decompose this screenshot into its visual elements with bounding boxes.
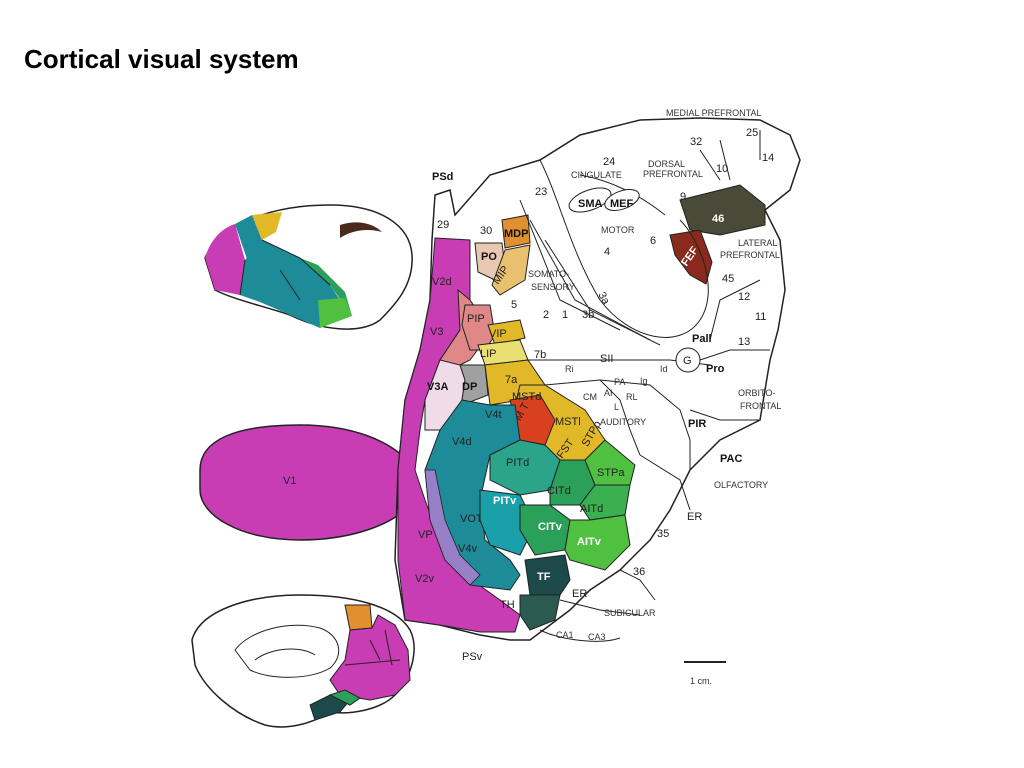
label-prefrontal: PREFRONTAL xyxy=(643,169,703,179)
label-v4t: V4t xyxy=(485,409,502,421)
label-orbito: ORBITO- xyxy=(738,388,775,398)
label-13: 13 xyxy=(738,336,750,348)
label-3b: 3b xyxy=(582,309,594,321)
label-ig: Ig xyxy=(640,376,648,386)
label-prefrontal2: PREFRONTAL xyxy=(720,250,780,260)
label-v3: V3 xyxy=(430,326,443,338)
label-th: TH xyxy=(500,599,515,611)
label-pall: Pall xyxy=(692,333,712,345)
label-vot: VOT xyxy=(460,513,483,525)
label-psd: PSd xyxy=(432,171,453,183)
label-2: 2 xyxy=(543,309,549,321)
label-5: 5 xyxy=(511,299,517,311)
label-pip: PIP xyxy=(467,313,485,325)
label-7b: 7b xyxy=(534,349,546,361)
label-30: 30 xyxy=(480,225,492,237)
label-medial-prefrontal: MEDIAL PREFRONTAL xyxy=(666,108,762,118)
label-citv: CITv xyxy=(538,521,563,533)
label-er: ER xyxy=(687,511,702,523)
label-po: PO xyxy=(481,251,497,263)
label-lip: LIP xyxy=(480,348,497,360)
label-mdp: MDP xyxy=(504,228,528,240)
label-35: 35 xyxy=(657,528,669,540)
label-sma: SMA xyxy=(578,198,603,210)
label-cm: CM xyxy=(583,392,597,402)
label-lateral: LATERAL xyxy=(738,238,777,248)
label-v2v: V2v xyxy=(415,573,434,585)
scale-label: 1 cm. xyxy=(690,676,712,686)
label-7a: 7a xyxy=(505,374,518,386)
label-msti: MSTl xyxy=(555,416,581,428)
label-ca1: CA1 xyxy=(556,630,574,640)
label-l: L xyxy=(614,402,619,412)
label-aitd: AITd xyxy=(580,503,603,515)
label-ca3: CA3 xyxy=(588,632,606,642)
label-v2d: V2d xyxy=(432,276,452,288)
label-somato: SOMATO- xyxy=(528,269,569,279)
label-v4d: V4d xyxy=(452,436,472,448)
label-ri: Ri xyxy=(565,364,574,374)
label-1: 1 xyxy=(562,309,568,321)
label-6: 6 xyxy=(650,235,656,247)
label-subicular: SUBICULAR xyxy=(604,608,656,618)
label-29: 29 xyxy=(437,219,449,231)
label-ai: AI xyxy=(604,388,613,398)
label-sii: SII xyxy=(600,353,613,365)
label-g: G xyxy=(683,355,692,367)
label-25: 25 xyxy=(746,127,758,139)
v1-region: V1 xyxy=(199,424,420,541)
label-olfactory: OLFACTORY xyxy=(714,480,768,490)
label-32: 32 xyxy=(690,136,702,148)
label-v3a: V3A xyxy=(427,381,448,393)
label-motor: MOTOR xyxy=(601,225,635,235)
label-stpa: STPa xyxy=(597,467,625,479)
label-pitd: PITd xyxy=(506,457,529,469)
label-er2: ER xyxy=(572,588,587,600)
label-aitv: AITv xyxy=(577,536,602,548)
label-id: Id xyxy=(660,364,668,374)
label-pro: Pro xyxy=(706,363,725,375)
label-tf: TF xyxy=(537,571,551,583)
lateral-brain-inset xyxy=(204,204,413,330)
label-vp: VP xyxy=(418,529,433,541)
label-frontal: FRONTAL xyxy=(740,401,781,411)
label-v4v: V4v xyxy=(458,543,477,555)
label-14: 14 xyxy=(762,152,774,164)
label-mef: MEF xyxy=(610,198,634,210)
label-citd: CITd xyxy=(547,485,571,497)
label-mstd: MSTd xyxy=(512,391,541,403)
label-pir: PIR xyxy=(688,418,706,430)
label-pac: PAC xyxy=(720,453,742,465)
label-dp: DP xyxy=(462,381,477,393)
label-24: 24 xyxy=(603,156,615,168)
label-45: 45 xyxy=(722,273,734,285)
label-36: 36 xyxy=(633,566,645,578)
label-23: 23 xyxy=(535,186,547,198)
label-sensory: SENSORY xyxy=(531,282,575,292)
label-9: 9 xyxy=(680,191,686,203)
scale-bar: 1 cm. xyxy=(684,661,726,686)
label-psv: PSv xyxy=(462,651,483,663)
label-pitv: PITv xyxy=(493,495,517,507)
label-pa: PA xyxy=(614,377,625,387)
medial-brain-inset xyxy=(191,594,415,728)
label-46: 46 xyxy=(712,213,724,225)
label-v1: V1 xyxy=(283,475,296,487)
page-title: Cortical visual system xyxy=(24,44,299,74)
label-rl: RL xyxy=(626,392,638,402)
label-vip: VIP xyxy=(489,328,507,340)
flat-map: V2d V3 V2v V3A DP PIP PO MDP MIP VIP LIP… xyxy=(394,108,801,663)
label-12: 12 xyxy=(738,291,750,303)
label-4: 4 xyxy=(604,246,610,258)
label-11: 11 xyxy=(755,311,766,323)
label-dorsal: DORSAL xyxy=(648,159,685,169)
label-10: 10 xyxy=(716,163,728,175)
label-cingulate: CINGULATE xyxy=(571,170,622,180)
label-auditory: AUDITORY xyxy=(600,417,646,427)
